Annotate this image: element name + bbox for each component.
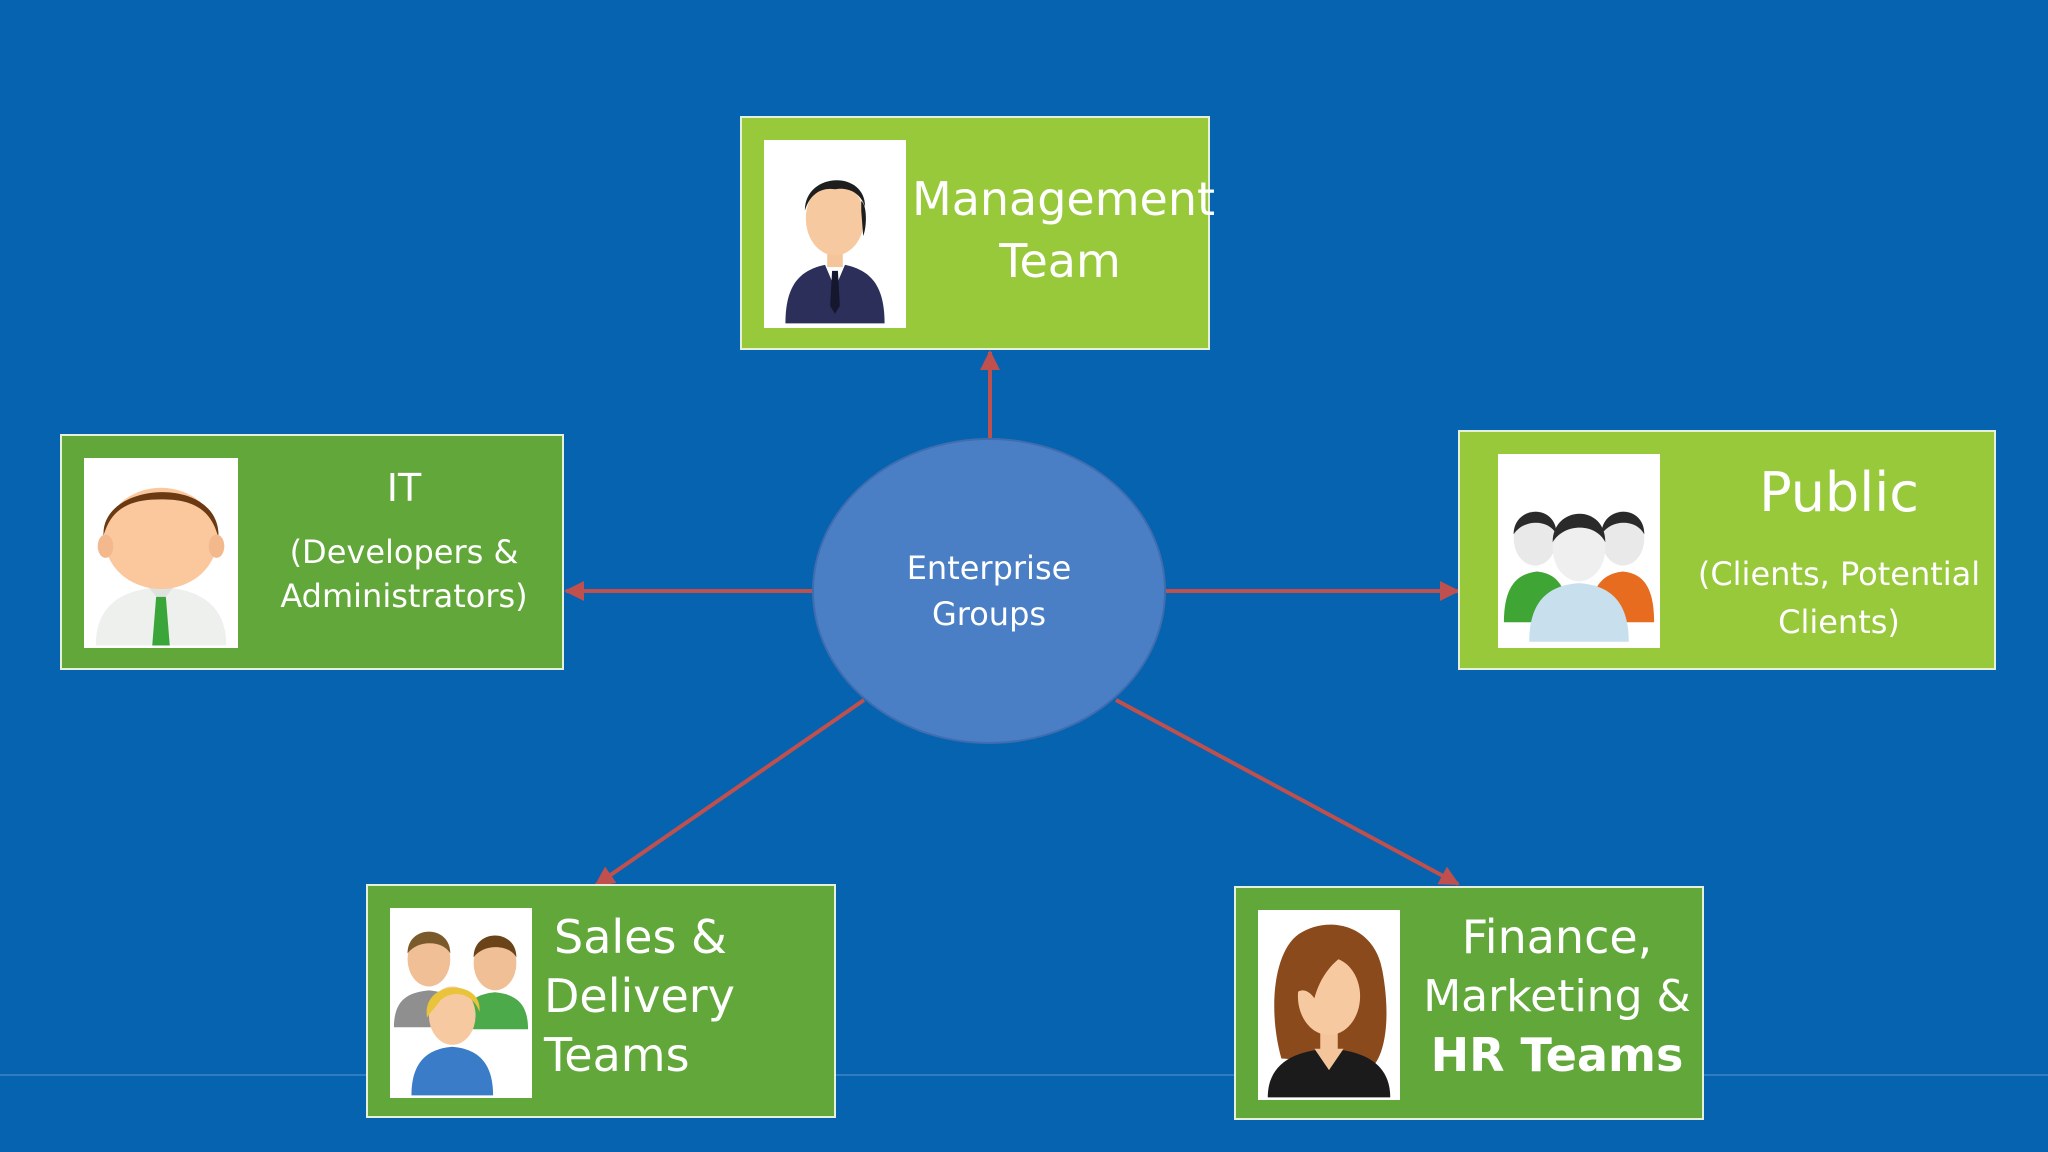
developer-icon — [84, 458, 238, 648]
sales-delivery-box: Sales & Delivery Teams — [366, 884, 836, 1118]
team-icon — [390, 908, 532, 1098]
public-subtitle-line2: Clients) — [1778, 603, 1900, 641]
sales-label-line2: Delivery — [544, 969, 735, 1023]
sales-label-line1: Sales & — [554, 910, 727, 964]
it-title: IT — [386, 466, 422, 510]
public-title: Public — [1759, 461, 1919, 524]
businesswoman-icon — [1258, 910, 1400, 1100]
public-label: Public (Clients, Potential Clients) — [1680, 460, 1998, 646]
management-label-line1: Management — [912, 172, 1216, 226]
public-subtitle-line1: (Clients, Potential — [1697, 555, 1981, 593]
finance-marketing-hr-box: Finance, Marketing & HR Teams — [1234, 886, 1704, 1120]
management-team-label: Management Team — [912, 168, 1216, 292]
finance-marketing-hr-label: Finance, Marketing & HR Teams — [1412, 908, 1702, 1085]
management-label-line2: Team — [999, 234, 1121, 288]
it-subtitle-line1: (Developers & — [289, 533, 519, 571]
it-label: IT (Developers & Administrators) — [246, 466, 562, 618]
public-box: Public (Clients, Potential Clients) — [1458, 430, 1996, 670]
enterprise-groups-hub: Enterprise Groups — [812, 438, 1166, 744]
hub-label-line1: Enterprise — [906, 549, 1072, 587]
sales-delivery-label: Sales & Delivery Teams — [544, 908, 794, 1085]
it-subtitle-line2: Administrators) — [280, 577, 528, 615]
it-box: IT (Developers & Administrators) — [60, 434, 564, 670]
arrow-to-finance — [1115, 698, 1460, 886]
sales-label-line3: Teams — [544, 1028, 690, 1082]
finance-label-line3: HR Teams — [1430, 1028, 1684, 1082]
finance-label-line1: Finance, — [1461, 910, 1653, 964]
hub-label-line2: Groups — [931, 595, 1047, 633]
businessman-icon — [764, 140, 906, 328]
arrow-to-sales — [594, 698, 866, 887]
bottom-rule — [0, 1074, 2048, 1076]
management-team-box: Management Team — [740, 116, 1216, 350]
finance-label-line2: Marketing & — [1423, 971, 1691, 1022]
people-group-icon — [1498, 454, 1660, 648]
